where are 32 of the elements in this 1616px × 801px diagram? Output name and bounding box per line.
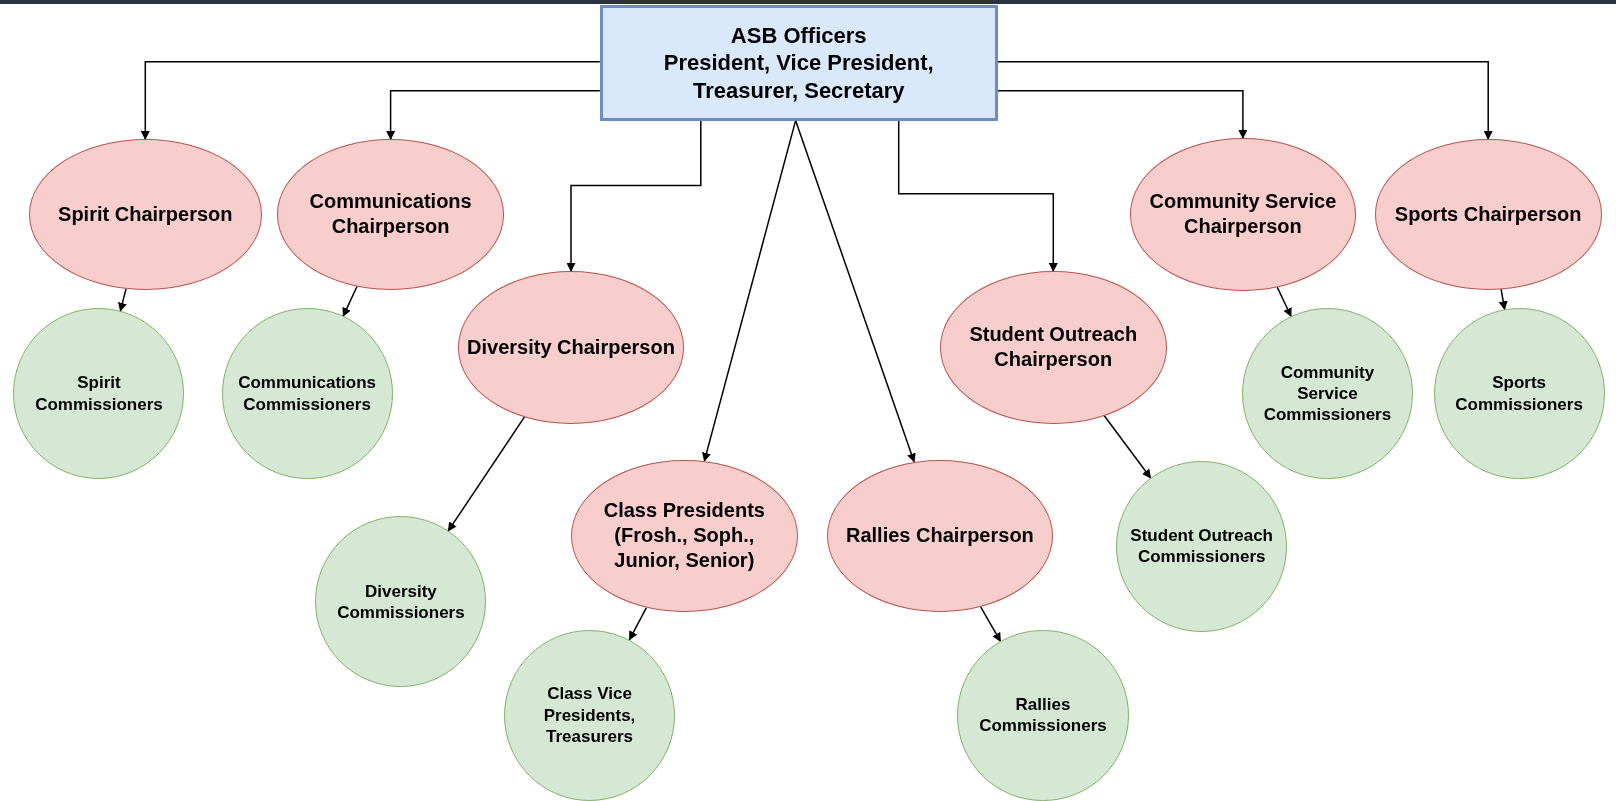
arrow bbox=[447, 416, 526, 532]
node-label: Spirit Chairperson bbox=[58, 201, 233, 227]
arrow bbox=[702, 119, 797, 462]
arrow bbox=[1103, 414, 1152, 479]
node-label: Community Service Commissioners bbox=[1262, 361, 1393, 426]
arrow bbox=[996, 89, 1248, 139]
arrow bbox=[628, 607, 648, 641]
node-label: Communications Commissioners bbox=[237, 372, 378, 415]
arrow bbox=[140, 61, 601, 140]
node-label: Class Presidents (Frosh., Soph., Junior, Senior) bbox=[602, 498, 766, 574]
arrow bbox=[996, 61, 1493, 140]
arrow bbox=[980, 606, 1002, 642]
officers-box bbox=[599, 5, 998, 121]
arrow bbox=[386, 89, 601, 140]
arrow bbox=[342, 285, 358, 317]
arrow bbox=[897, 119, 1058, 272]
node-label: Rallies Chairperson bbox=[846, 523, 1034, 549]
node-label: President, Vice President, Treasurer, Secretary bbox=[662, 49, 935, 105]
node-label: Diversity Commissioners bbox=[336, 580, 466, 624]
node-label: Sports Chairperson bbox=[1394, 201, 1582, 227]
node-label: Class Vice Presidents, Treasurers bbox=[542, 683, 637, 748]
node-label: Spirit Commissioners bbox=[34, 372, 164, 415]
node-label: ASB Officers bbox=[730, 21, 867, 50]
node-label: Rallies Commissioners bbox=[978, 694, 1108, 737]
node-label: Community Service Chairperson bbox=[1148, 189, 1338, 240]
node-label: Communications Chairperson bbox=[308, 189, 473, 240]
node-label: Diversity Chairperson bbox=[467, 334, 675, 360]
node-label: Student Outreach Commissioners bbox=[1129, 524, 1274, 568]
arrow bbox=[1276, 286, 1292, 318]
node-label: Student Outreach Chairperson bbox=[968, 322, 1139, 373]
arrow bbox=[566, 119, 702, 272]
node-label: Sports Commissioners bbox=[1454, 372, 1584, 415]
